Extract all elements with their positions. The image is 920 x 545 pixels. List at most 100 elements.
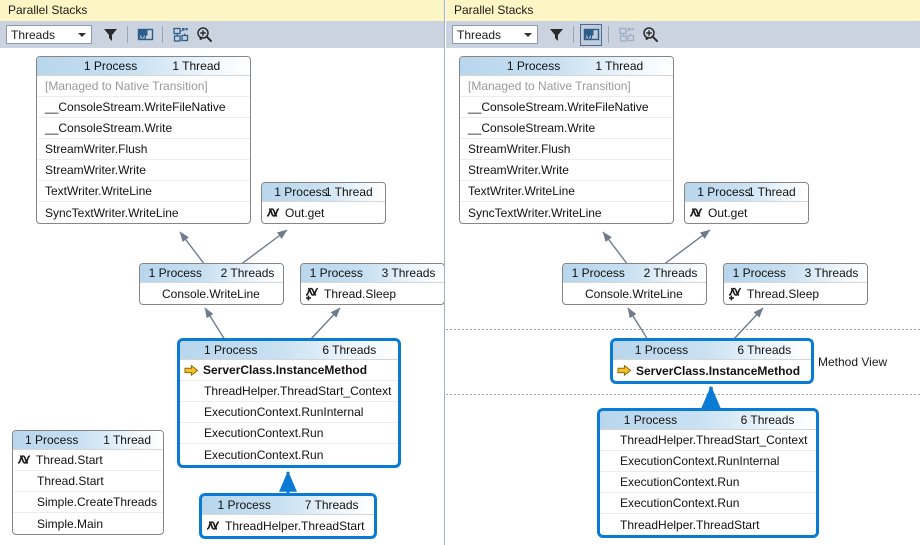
box-header: 1 Process 7 Threads xyxy=(202,496,374,515)
connector-line xyxy=(732,307,764,341)
frame-label: ThreadHelper.ThreadStart_Context xyxy=(620,433,808,447)
frame-label: Thread.Start xyxy=(37,474,104,488)
process-count: 1 Process xyxy=(83,59,138,73)
method-view-divider-bottom xyxy=(446,394,920,395)
stack-frame-row[interactable]: [Managed to Native Transition] xyxy=(460,76,673,97)
frame-label: ServerClass.InstanceMethod xyxy=(636,363,801,378)
box-header: 1 Process 1 Thread xyxy=(460,57,673,76)
stack-frame-box[interactable]: 1 Process 1 Thread Out.get xyxy=(261,182,386,224)
stack-frame-row[interactable]: ExecutionContext.RunInternal xyxy=(180,402,398,423)
stack-frame-row[interactable]: ExecutionContext.Run xyxy=(180,423,398,444)
stack-frame-row[interactable]: SyncTextWriter.WriteLine xyxy=(37,202,250,223)
thread-count: 3 Threads xyxy=(804,266,859,280)
stack-frame-row-current[interactable]: ServerClass.InstanceMethod xyxy=(180,360,398,381)
stack-frame-row[interactable]: StreamWriter.Flush xyxy=(460,139,673,160)
thread-count: 1 Thread xyxy=(595,59,644,73)
stack-frame-row[interactable]: StreamWriter.Write xyxy=(37,160,250,181)
box-header: 1 Process 2 Threads xyxy=(140,264,283,283)
stack-frame-box[interactable]: 1 Process 1 Thread Out.get xyxy=(684,182,809,224)
stack-frame-row[interactable]: ExecutionContext.Run xyxy=(600,493,816,514)
connector-layer-left xyxy=(179,229,341,495)
box-header: 1 Process 3 Threads xyxy=(724,264,867,283)
stack-frame-row[interactable]: ThreadHelper.ThreadStart xyxy=(202,515,374,536)
connector-line xyxy=(309,307,341,341)
stack-frame-row[interactable]: SyncTextWriter.WriteLine xyxy=(460,202,673,223)
frame-label: Out.get xyxy=(708,205,748,220)
frame-label: StreamWriter.Flush xyxy=(45,142,148,156)
stack-frame-box[interactable]: 1 Process 2 Threads Console.WriteLine xyxy=(562,263,707,305)
stack-frame-row[interactable]: __ConsoleStream.WriteFileNative xyxy=(37,97,250,118)
stack-frame-row[interactable]: Out.get xyxy=(262,202,385,223)
zoom-icon[interactable] xyxy=(639,24,661,46)
stack-type-combo-left[interactable]: Threads xyxy=(6,25,92,44)
process-count: 1 Process xyxy=(634,343,689,357)
stack-frame-row[interactable]: Thread.Sleep xyxy=(724,283,867,304)
stack-frame-row[interactable]: Simple.CreateThreads xyxy=(13,492,163,513)
thread-count: 7 Threads xyxy=(304,498,359,512)
auto-layout-icon[interactable] xyxy=(615,24,637,46)
stack-type-combo-value-left: Threads xyxy=(11,28,56,42)
filter-icon[interactable] xyxy=(545,24,567,46)
stack-type-combo-right[interactable]: Threads xyxy=(452,25,538,44)
stack-frame-box[interactable]: 1 Process 1 Thread [Managed to Native Tr… xyxy=(36,56,251,224)
thread-count: 1 Thread xyxy=(747,185,796,199)
stack-frame-row[interactable]: ExecutionContext.Run xyxy=(600,472,816,493)
stack-frame-row[interactable]: ExecutionContext.RunInternal xyxy=(600,451,816,472)
stack-frame-box-selected[interactable]: 1 Process 6 Threads ServerClass.Instance… xyxy=(610,338,814,384)
stack-frame-row[interactable]: Console.WriteLine xyxy=(140,283,283,304)
stack-frame-row[interactable]: __ConsoleStream.Write xyxy=(37,118,250,139)
auto-layout-icon[interactable] xyxy=(169,24,191,46)
frame-label: StreamWriter.Flush xyxy=(468,142,571,156)
process-count: 1 Process xyxy=(697,185,751,199)
method-view-icon[interactable] xyxy=(134,24,156,46)
stack-frame-row[interactable]: StreamWriter.Flush xyxy=(37,139,250,160)
box-header: 1 Process 1 Thread xyxy=(37,57,250,76)
process-count: 1 Process xyxy=(309,266,363,280)
stack-frame-row[interactable]: Thread.Sleep xyxy=(301,283,444,304)
stack-frame-row[interactable]: TextWriter.WriteLine xyxy=(460,181,673,202)
stack-frame-box[interactable]: 1 Process 1 Thread [Managed to Native Tr… xyxy=(459,56,674,224)
current-frame-arrow-icon xyxy=(617,364,632,377)
stack-frame-row[interactable]: StreamWriter.Write xyxy=(460,160,673,181)
method-view-icon[interactable] xyxy=(580,23,602,46)
panel-title-left: Parallel Stacks xyxy=(0,0,444,21)
frame-label: ThreadHelper.ThreadStart_Context xyxy=(204,384,392,398)
stack-frame-box-selected[interactable]: 1 Process 7 Threads ThreadHelper.ThreadS… xyxy=(199,493,377,539)
stack-frame-row[interactable]: ThreadHelper.ThreadStart_Context xyxy=(180,381,398,402)
connector-layer-right xyxy=(602,229,764,411)
stack-frame-row[interactable]: ExecutionContext.Run xyxy=(180,444,398,465)
stack-frame-row[interactable]: TextWriter.WriteLine xyxy=(37,181,250,202)
zoom-icon[interactable] xyxy=(193,24,215,46)
stack-frame-box-selected[interactable]: 1 Process 6 Threads ServerClass.Instance… xyxy=(177,338,401,468)
stack-frame-box[interactable]: 1 Process 3 Threads Thread.Sleep xyxy=(300,263,444,305)
stack-frame-row-current[interactable]: ServerClass.InstanceMethod xyxy=(613,360,811,381)
stack-frame-box[interactable]: 1 Process 3 Threads Thread.Sleep xyxy=(723,263,868,305)
stack-frame-row[interactable]: Thread.Start xyxy=(13,450,163,471)
stack-frame-row[interactable]: Thread.Start xyxy=(13,471,163,492)
stack-frame-box[interactable]: 1 Process 2 Threads Console.WriteLine xyxy=(139,263,284,305)
stack-frame-row[interactable]: Simple.Main xyxy=(13,513,163,534)
stack-frame-row[interactable]: [Managed to Native Transition] xyxy=(37,76,250,97)
box-header: 1 Process 1 Thread xyxy=(262,183,385,202)
frame-label: ExecutionContext.Run xyxy=(620,496,740,510)
stack-frame-row[interactable]: ThreadHelper.ThreadStart_Context xyxy=(600,430,816,451)
stack-frame-row[interactable]: ThreadHelper.ThreadStart xyxy=(600,514,816,535)
stack-frame-row[interactable]: Console.WriteLine xyxy=(563,283,706,304)
parallel-stacks-panel-right: Parallel Stacks Threads xyxy=(446,0,920,545)
process-count: 1 Process xyxy=(203,343,258,357)
process-count: 1 Process xyxy=(506,59,561,73)
stack-frame-row[interactable]: __ConsoleStream.WriteFileNative xyxy=(460,97,673,118)
frame-label: Console.WriteLine xyxy=(162,286,260,301)
stack-frame-row[interactable]: __ConsoleStream.Write xyxy=(460,118,673,139)
stack-frame-box[interactable]: 1 Process 1 Thread Thread.Start Thread.S… xyxy=(12,430,164,535)
frame-label: StreamWriter.Write xyxy=(45,163,146,177)
connector-line xyxy=(662,229,711,266)
stack-frame-row[interactable]: Out.get xyxy=(685,202,808,223)
method-view-divider-top xyxy=(446,329,920,330)
thread-count: 6 Threads xyxy=(322,343,377,357)
thread-count: 3 Threads xyxy=(381,266,436,280)
filter-icon[interactable] xyxy=(99,24,121,46)
box-header: 1 Process 1 Thread xyxy=(685,183,808,202)
frame-label: [Managed to Native Transition] xyxy=(45,79,208,93)
stack-frame-box-selected[interactable]: 1 Process 6 Threads ThreadHelper.ThreadS… xyxy=(597,408,819,538)
